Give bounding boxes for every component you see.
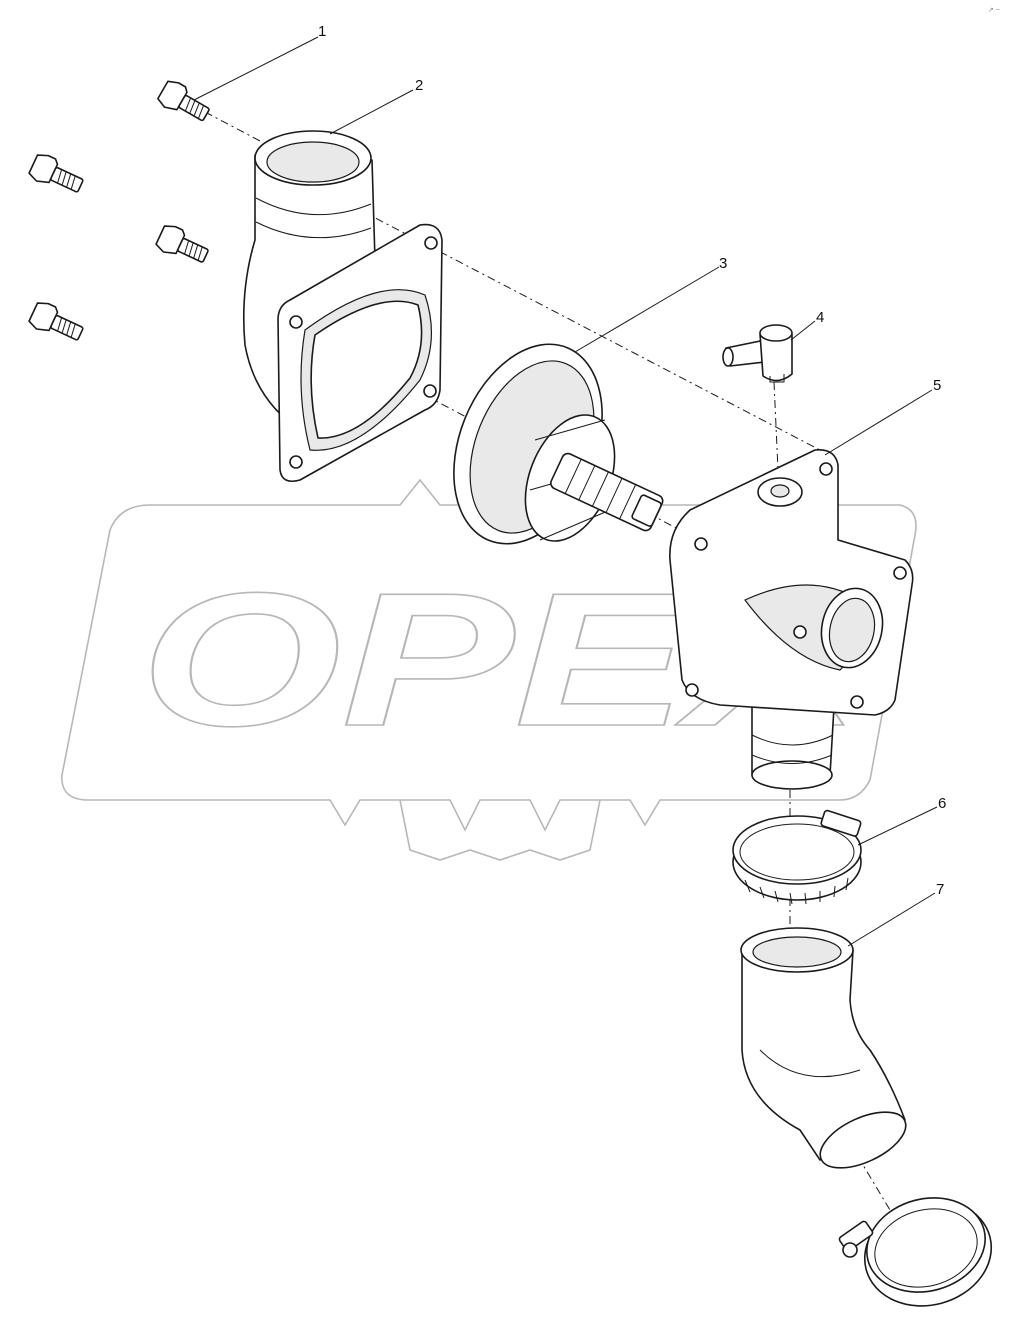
elbow-hose: [740, 927, 907, 1169]
hose-clamp-lower: [838, 1197, 993, 1307]
callout-4: 4: [790, 309, 824, 341]
callout-5-label: 5: [933, 377, 941, 394]
callout-3-label: 3: [719, 255, 727, 272]
bolt-2: [28, 154, 84, 193]
callout-6-label: 6: [938, 795, 946, 812]
callout-3: 3: [574, 255, 727, 353]
bolt-4: [28, 302, 84, 341]
callout-4-label: 4: [816, 309, 824, 326]
callout-2-label: 2: [415, 77, 423, 94]
bolt-3: [155, 225, 209, 263]
callout-6: 6: [857, 795, 946, 846]
thermostat-housing: [669, 448, 914, 790]
callout-7: 7: [847, 881, 944, 947]
corner-tag: ↗ ~: [988, 7, 1000, 14]
callout-7-label: 7: [936, 881, 944, 898]
callout-1-label: 1: [318, 23, 326, 40]
outlet-housing: [242, 130, 443, 483]
hose-clamp-upper: [732, 809, 862, 905]
bolt-1: [157, 80, 210, 122]
callout-1: 1: [193, 23, 326, 101]
callout-2: 2: [329, 77, 423, 135]
bleed-fitting: [722, 324, 793, 383]
callout-5: 5: [824, 377, 941, 456]
thermostat: [453, 343, 664, 545]
